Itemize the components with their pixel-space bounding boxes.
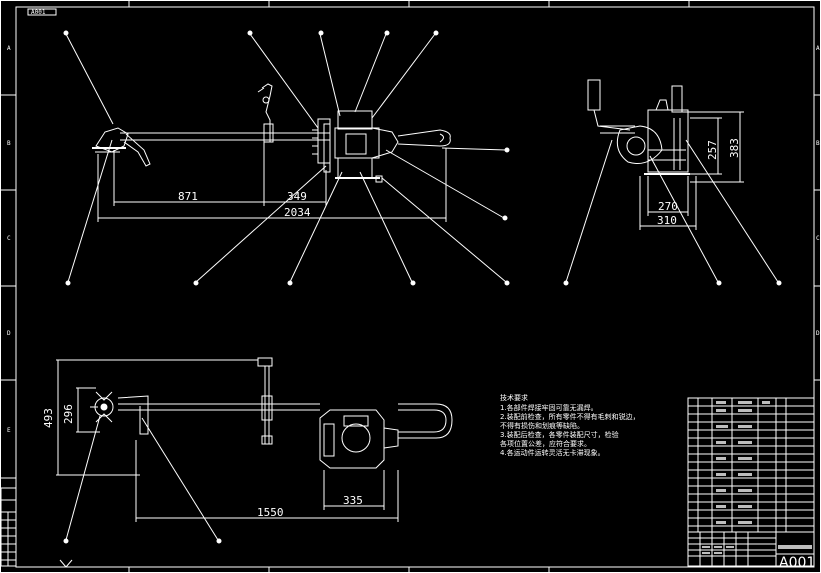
note-line-4: 3.装配后检查，各零件装配尺寸，检验 bbox=[500, 430, 619, 439]
svg-text:A: A bbox=[816, 45, 820, 52]
dim-493: 493 bbox=[42, 408, 55, 428]
parts-list bbox=[688, 398, 814, 532]
front-view: 871 349 2034 bbox=[64, 31, 509, 285]
note-line-6: 4.各运动件运转灵活无卡滞现象。 bbox=[500, 448, 605, 457]
dim-1550: 1550 bbox=[257, 506, 284, 519]
front-view-dimensions: 871 349 2034 bbox=[98, 142, 446, 222]
svg-text:B: B bbox=[816, 140, 820, 147]
technical-notes: 技术要求 1.各部件焊接牢固可靠无漏焊。 2.装配前检查，所有零件不得有毛刺和锐… bbox=[500, 393, 640, 457]
notes-title: 技术要求 bbox=[500, 393, 528, 402]
plan-view: 493 296 335 1550 bbox=[42, 358, 452, 543]
dim-270: 270 bbox=[658, 200, 678, 213]
dim-257: 257 bbox=[706, 140, 719, 160]
svg-text:D: D bbox=[7, 330, 11, 337]
dim-296: 296 bbox=[62, 404, 75, 424]
title-block: A001 bbox=[688, 532, 815, 571]
dim-871: 871 bbox=[178, 190, 198, 203]
revision-strip bbox=[1, 488, 16, 566]
note-line-1: 1.各部件焊接牢固可靠无漏焊。 bbox=[500, 403, 598, 412]
drawing-number: A001 bbox=[779, 555, 815, 571]
note-line-5: 各项位置公差，应符合要求。 bbox=[500, 439, 591, 448]
note-line-2: 2.装配前检查，所有零件不得有毛刺和锐边， bbox=[500, 412, 640, 421]
side-view: 257 383 270 310 bbox=[564, 80, 781, 285]
svg-text:C: C bbox=[816, 235, 820, 242]
svg-text:A: A bbox=[7, 45, 11, 52]
sheet-tag: A001 bbox=[31, 9, 46, 16]
dim-310: 310 bbox=[657, 214, 677, 227]
dim-383: 383 bbox=[728, 138, 741, 158]
svg-text:B: B bbox=[7, 140, 11, 147]
svg-text:D: D bbox=[816, 330, 820, 337]
dim-349: 349 bbox=[287, 190, 307, 203]
dim-2034: 2034 bbox=[284, 206, 311, 219]
svg-text:C: C bbox=[7, 235, 11, 242]
svg-text:E: E bbox=[7, 427, 11, 434]
dim-335: 335 bbox=[343, 494, 363, 507]
note-line-3: 不得有损伤和划痕等缺陷。 bbox=[500, 421, 584, 430]
